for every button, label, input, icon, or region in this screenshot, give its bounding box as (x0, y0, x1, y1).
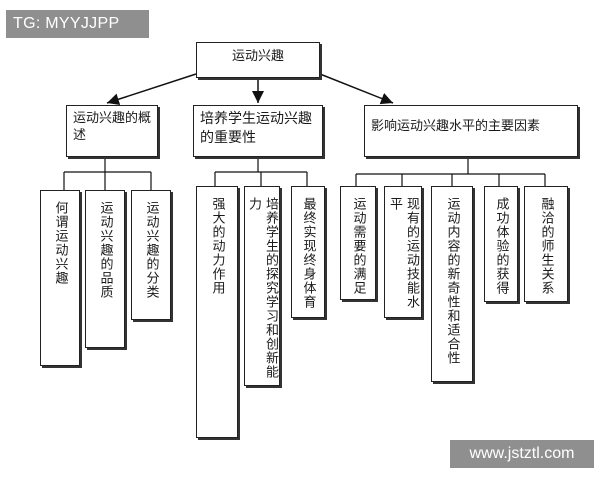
branch-2-connectors (214, 157, 308, 186)
branch-3-child-1-label: 运动需要的满足 (350, 197, 366, 295)
branch-1-title: 运动兴趣的概述 (73, 111, 152, 143)
branch-3-child-2: 现有的运动技能水平 (384, 186, 422, 318)
branch-3-child-4: 成功体验的获得 (484, 186, 518, 302)
branch-3-child-2-label: 现有的运动技能水平 (387, 197, 419, 309)
arrow-to-branch-3 (319, 73, 394, 105)
branch-3-title: 影响运动兴趣水平的主要因素 (371, 119, 541, 134)
branch-3-node: 影响运动兴趣水平的主要因素 (364, 105, 578, 157)
branch-3-child-1: 运动需要的满足 (340, 186, 376, 300)
branch-2-node: 培养学生运动兴趣的重要性 (193, 105, 323, 157)
branch-1-child-1: 何谓运动兴趣 (40, 190, 80, 366)
watermark-bottom: www.jstztl.com (450, 440, 594, 468)
branch-3-child-5-label: 融洽的师生关系 (538, 197, 554, 295)
branch-1-child-2: 运动兴趣的品质 (85, 190, 125, 348)
branch-2-child-2-label: 培养学生的探究学习和创新能力 (246, 197, 278, 379)
branch-3-child-5: 融洽的师生关系 (524, 186, 568, 302)
root-node: 运动兴趣 (196, 42, 320, 78)
branch-1-child-3-label: 运动兴趣的分类 (143, 201, 159, 299)
watermark-top: TG: MYYJJPP (6, 10, 149, 38)
branch-3-child-4-label: 成功体验的获得 (493, 197, 509, 295)
branch-2-child-1-label: 强大的动力作用 (209, 197, 225, 295)
branch-2-child-3-label: 最终实现终身体育 (300, 197, 316, 309)
branch-1-child-3: 运动兴趣的分类 (131, 190, 171, 320)
branch-3-connectors (355, 157, 546, 186)
branch-2-child-2: 培养学生的探究学习和创新能力 (244, 186, 280, 386)
arrow-to-branch-1 (106, 73, 197, 105)
branch-2-title: 培养学生运动兴趣的重要性 (200, 111, 312, 146)
branch-3-child-3-label: 运动内容的新奇性和适合性 (444, 197, 460, 365)
root-label: 运动兴趣 (231, 49, 284, 64)
branch-1-connectors (63, 157, 152, 190)
branch-1-node: 运动兴趣的概述 (66, 105, 158, 157)
branch-1-child-2-label: 运动兴趣的品质 (97, 201, 113, 299)
branch-1-child-1-label: 何谓运动兴趣 (52, 201, 68, 285)
branch-2-child-3: 最终实现终身体育 (291, 186, 325, 318)
branch-3-child-3: 运动内容的新奇性和适合性 (431, 186, 473, 382)
branch-2-child-1: 强大的动力作用 (196, 186, 238, 438)
